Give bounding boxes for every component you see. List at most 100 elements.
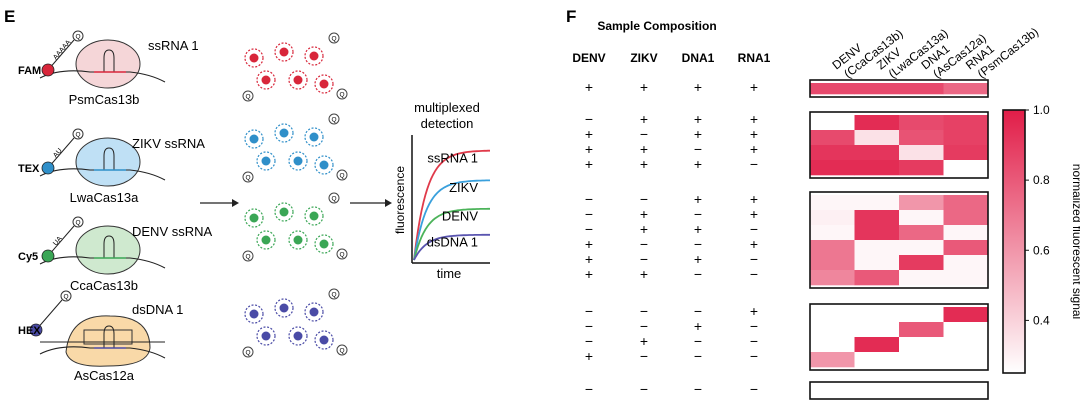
heatmap-cell [899,160,944,176]
heatmap-cell [854,115,900,131]
composition-sign: + [694,156,702,172]
composition-sign: − [750,318,758,334]
composition-sign: − [585,191,593,207]
quencher-icon [60,290,72,302]
dye-label: TEX [18,163,40,175]
enzyme-label: PsmCas13b [69,92,140,107]
composition-sign: + [585,141,593,157]
heatmap-cell [810,240,855,256]
composition-sign: + [694,251,702,267]
heatmap-cell [854,352,900,368]
detection-curve [413,207,490,261]
reporter-group: QQQ [242,113,348,183]
composition-sign: + [585,251,593,267]
heatmap-cell [810,145,855,161]
heatmap-group-frame [809,381,989,400]
composition-title: Sample Composition [597,19,716,33]
heatmap-cell [943,83,989,95]
composition-sign: + [750,126,758,142]
dye-icon [29,323,43,337]
quencher-icon [328,113,340,125]
composition-sign: + [585,126,593,142]
composition-sign: − [640,191,648,207]
dye-label: HEX [18,325,41,337]
svg-text:Q: Q [63,294,68,301]
svg-text:Q: Q [339,92,344,99]
heatmap-cell [854,145,900,161]
heatmap-cell [810,322,855,338]
colorbar-tick-label: 0.4 [1033,313,1050,327]
heatmap-cell [943,337,989,353]
composition-sign: + [694,191,702,207]
heatmap-cell [854,160,900,176]
composition-sign: − [694,303,702,319]
reporter-group: QQQ [242,192,348,262]
composition-sign: − [694,348,702,364]
heatmap-cell [899,130,944,146]
composition-sign: − [585,111,593,127]
heatmap-cell [899,255,944,271]
dye-icon [41,63,55,77]
heatmap-cell [943,385,989,397]
heatmap-cell [899,210,944,226]
heatmap-cell [899,240,944,256]
heatmap-cell [899,195,944,211]
cleaved-reporter-icon [304,127,324,147]
heatmap-cell [810,307,855,323]
linker-label: AU [52,147,64,159]
heatmap-cell [854,83,900,95]
heatmap-cell [943,210,989,226]
plot-y-label: fluorescence [393,166,407,234]
composition-sign: − [640,251,648,267]
colorbar-label: normalized fluorescent signal [1070,164,1080,319]
heatmap-cell [810,255,855,271]
composition-sign: − [750,251,758,267]
cleaved-reporter-icon [274,202,294,222]
heatmap-cell [854,225,900,241]
linker-label: UA [52,235,64,247]
svg-text:Q: Q [75,132,80,139]
cleaved-reporter-icon [244,48,264,68]
quencher-icon [336,344,348,356]
colorbar-tick-label: 1.0 [1033,103,1050,117]
cleaved-reporter-icon [256,70,276,90]
heatmap-cell [854,130,900,146]
heatmap-cell [854,337,900,353]
curve-label: ZIKV [449,180,478,195]
cleaved-reporter-icon [274,123,294,143]
enzyme-shape [75,137,141,187]
composition-sign: − [750,156,758,172]
heatmap-cell [943,160,989,176]
composition-sign: + [750,111,758,127]
enzyme-label: LwaCas13a [70,190,139,205]
quencher-icon [328,32,340,44]
detection-plot: multiplexed detection fluorescence time … [393,100,490,281]
heatmap-cell [899,270,944,286]
detection-curve [413,233,490,261]
composition-sign: + [750,236,758,252]
svg-text:Q: Q [331,36,336,43]
heatmap-cell [943,270,989,286]
heatmap-cell [854,270,900,286]
cleaved-reporter-icon [244,129,264,149]
dye-label: FAM [18,65,41,77]
detection-curve [413,149,490,261]
svg-text:Q: Q [339,348,344,355]
quencher-icon [242,346,254,358]
crRNA-hairpin [103,325,115,348]
colorbar-tick-label: 0.6 [1033,243,1050,257]
heatmap-cell [854,255,900,271]
target-label: ZIKV ssRNA [132,136,205,151]
cleaved-reporter-icon [256,326,276,346]
heatmap-cell [943,130,989,146]
quencher-icon [72,216,84,228]
crRNA-hairpin [103,49,115,72]
cleaved-reporter-icon [288,230,308,250]
quencher-icon [72,128,84,140]
svg-text:Q: Q [245,254,250,261]
heatmap-cell [810,83,855,95]
curve-label: dsDNA 1 [427,235,478,250]
composition-sign: − [694,141,702,157]
